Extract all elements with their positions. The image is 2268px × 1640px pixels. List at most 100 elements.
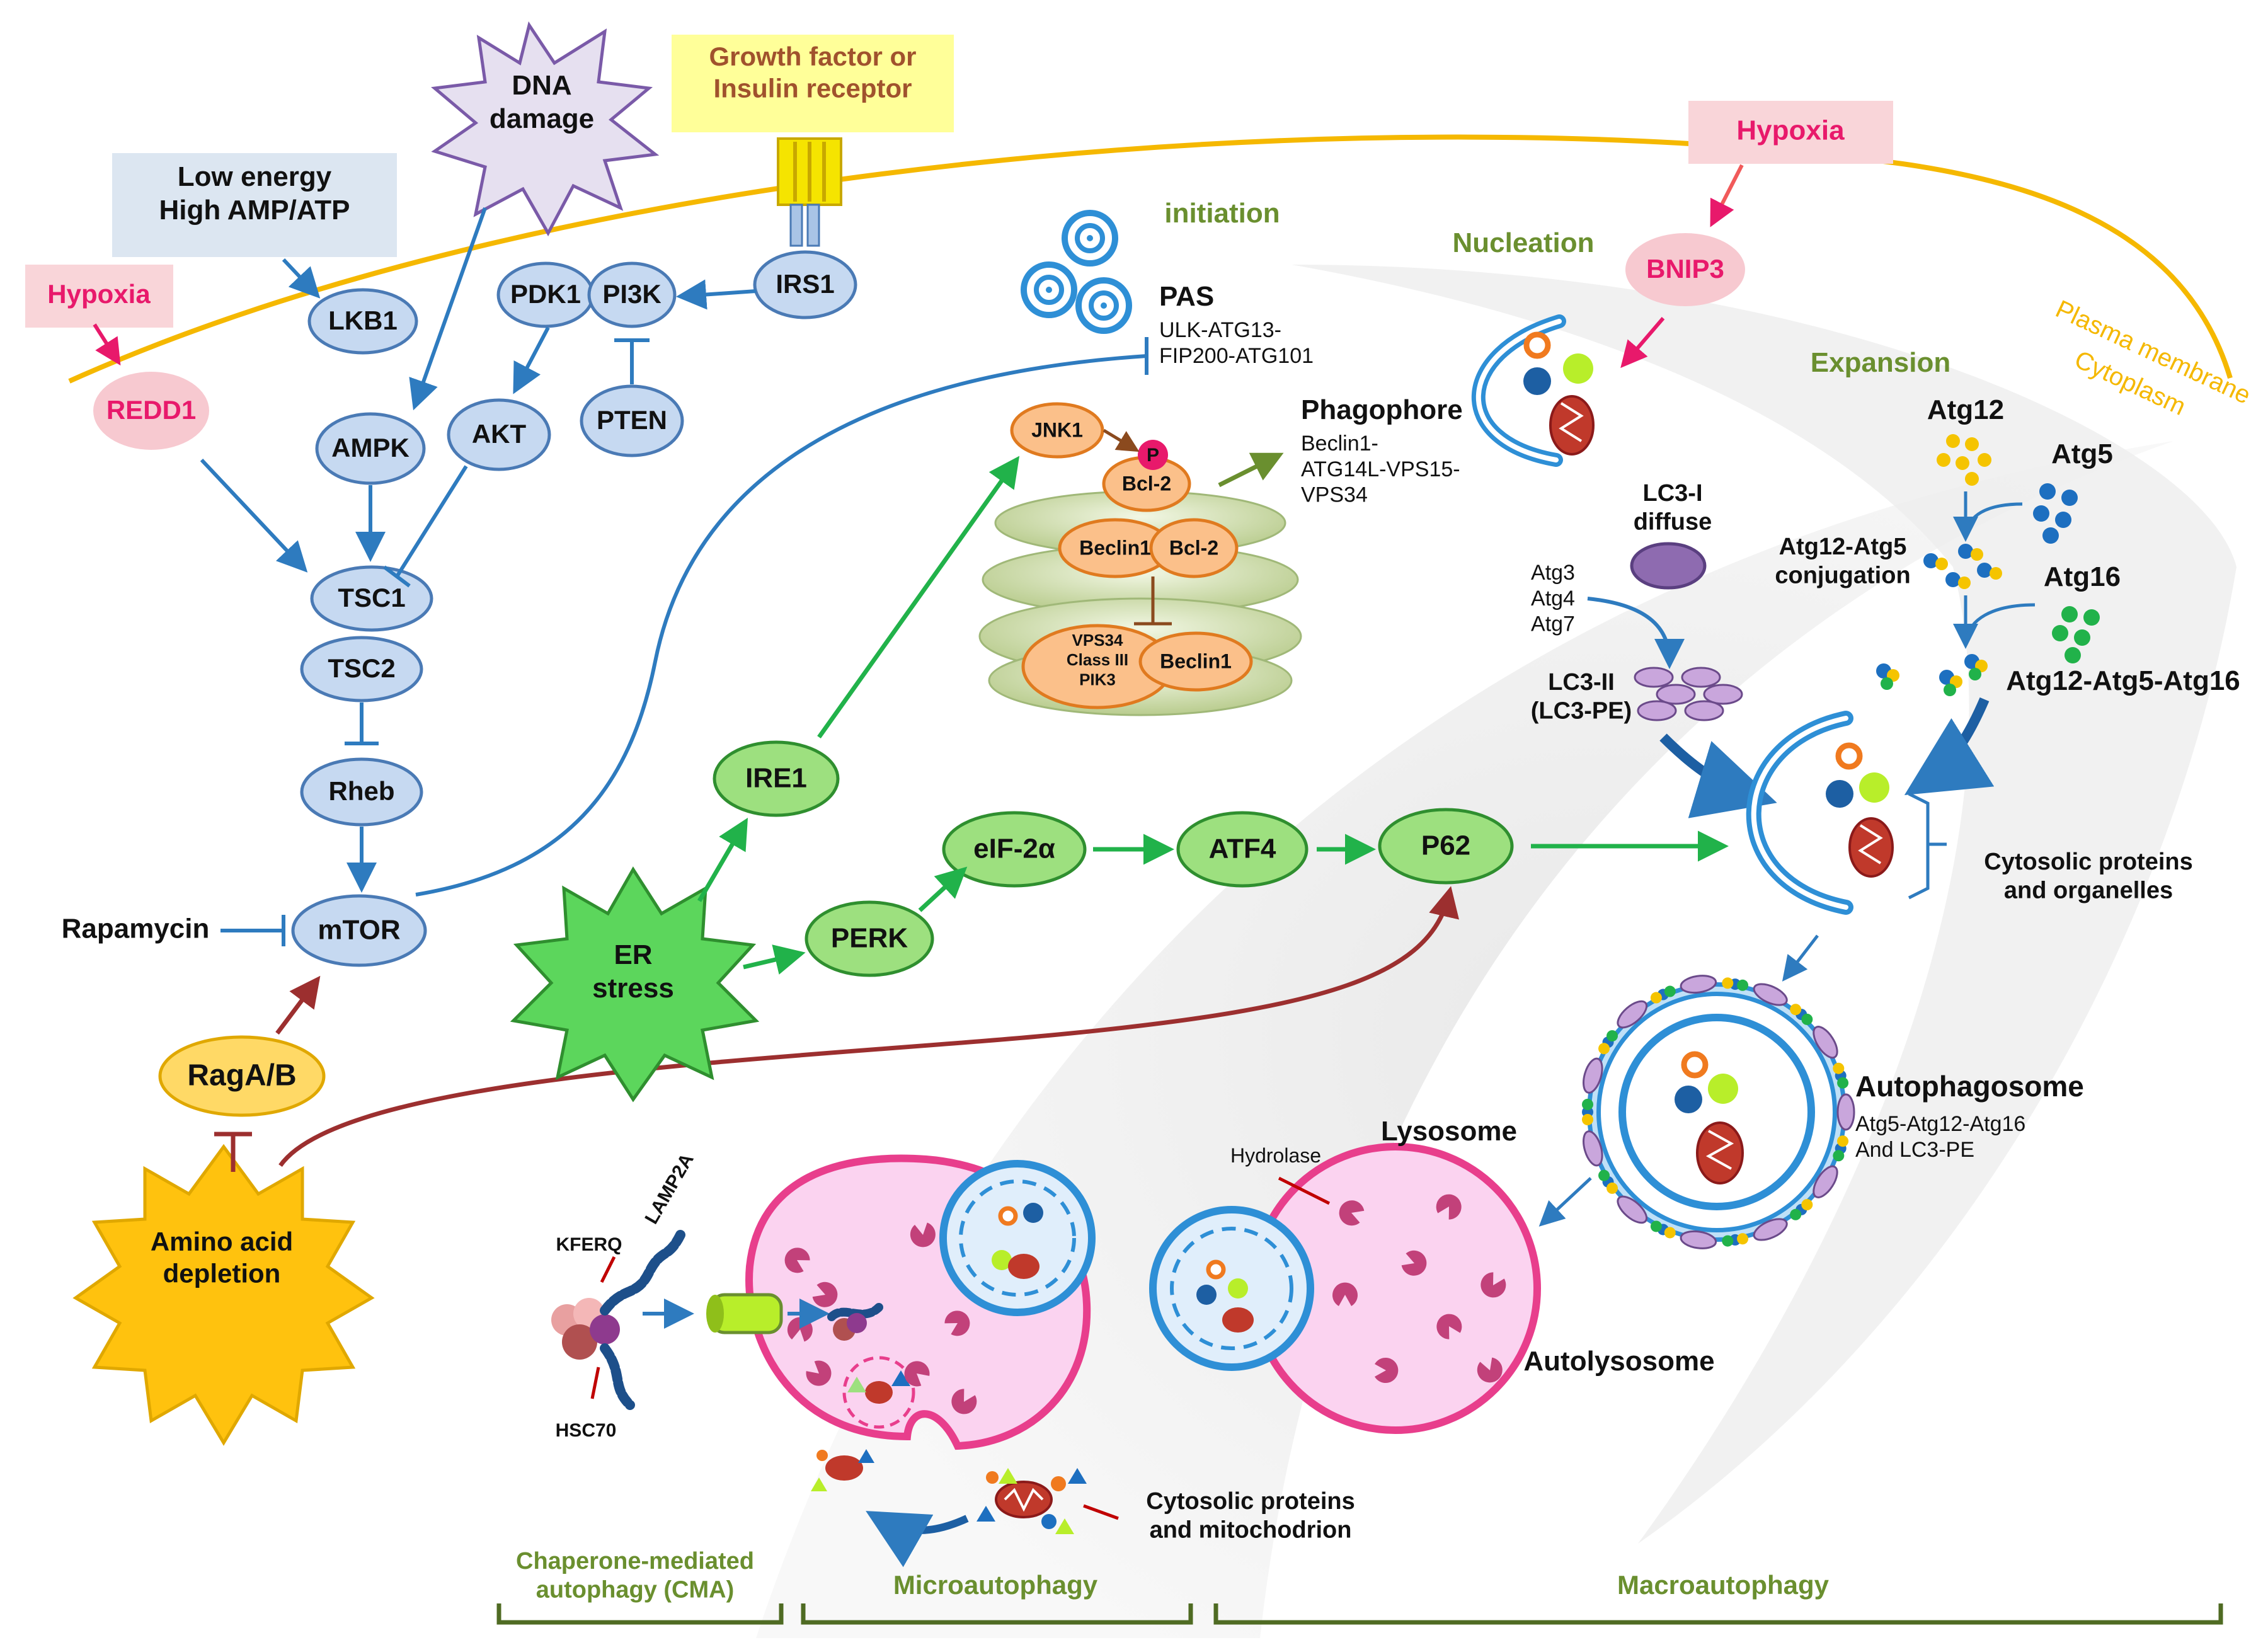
lc3-pe-marker bbox=[1583, 1057, 1603, 1094]
cyto-mito-pointer bbox=[1083, 1504, 1119, 1520]
svg-text:mTOR: mTOR bbox=[318, 915, 400, 946]
lc3-pe-marker bbox=[1680, 1230, 1717, 1249]
atg5-label: Atg5 bbox=[2051, 439, 2113, 469]
autolysosome-icon bbox=[1149, 1143, 1541, 1434]
atg-complex-marker bbox=[1837, 1077, 1849, 1089]
text-line: Atg5-Atg12-Atg16 bbox=[1855, 1112, 2025, 1136]
atg-complex-marker bbox=[1801, 1199, 1813, 1211]
bcl2-bottom-node: Bcl-2 bbox=[1149, 518, 1239, 578]
atg-complex-marker bbox=[1737, 979, 1749, 991]
microautophagy-uptake-arrow bbox=[866, 1511, 969, 1568]
hypoxia-to-bnip3-arrow bbox=[1710, 164, 1744, 227]
hydrolase-icon bbox=[806, 1360, 832, 1386]
cytosolic-mito-icon bbox=[976, 1468, 1087, 1534]
svg-text:P: P bbox=[1147, 445, 1159, 466]
autophagosome-icon bbox=[1587, 982, 1847, 1242]
svg-text:Beclin1: Beclin1 bbox=[1079, 536, 1151, 559]
atg-complex-marker bbox=[1606, 1182, 1618, 1194]
lc3i-icon bbox=[1630, 542, 1707, 590]
atg-complex-marker bbox=[1650, 992, 1662, 1004]
svg-text:AMPK: AMPK bbox=[331, 433, 410, 462]
atg-complex-marker bbox=[1722, 977, 1734, 989]
text-line: depletion bbox=[163, 1258, 281, 1288]
cma-internalized-substrate-icon bbox=[827, 1303, 883, 1341]
left-pathway-arrows bbox=[93, 207, 1459, 1172]
bnip3-node: BNIP3 bbox=[1625, 233, 1745, 306]
text-line: High AMP/ATP bbox=[159, 195, 350, 226]
tsc1-node: TSC1 bbox=[310, 565, 433, 632]
atg-complex-to-phagophore-arrow bbox=[1904, 697, 1995, 795]
nucleation-label: Nucleation bbox=[1453, 227, 1595, 258]
text-line: Cytosolic proteins bbox=[1984, 849, 2193, 875]
hydrolase-pointer bbox=[1278, 1176, 1331, 1205]
lc3-pe-marker bbox=[1680, 975, 1717, 994]
hypoxia-left-box: Hypoxia bbox=[25, 265, 173, 328]
atg16-dots-icon bbox=[2052, 606, 2100, 663]
text-line: and organelles bbox=[2004, 878, 2173, 904]
autolysosome-label: Autolysosome bbox=[1523, 1346, 1714, 1377]
svg-text:RagA/B: RagA/B bbox=[187, 1059, 296, 1092]
text-line: Atg7 bbox=[1531, 612, 1575, 636]
cytosolic-bracket bbox=[1908, 792, 1947, 900]
microautophagy-section-label: Microautophagy bbox=[893, 1570, 1098, 1600]
text-line: stress bbox=[592, 973, 674, 1004]
golgi-to-phagophore-arrow bbox=[1218, 452, 1284, 488]
raga-b-node: RagA/B bbox=[158, 1035, 326, 1117]
atg-complex-marker bbox=[1664, 1227, 1676, 1239]
autophagosome-title: Autophagosome bbox=[1855, 1070, 2084, 1103]
svg-text:BNIP3: BNIP3 bbox=[1646, 254, 1724, 284]
atg-complex-marker bbox=[1664, 985, 1676, 997]
ampk-node: AMPK bbox=[315, 412, 426, 485]
nucleation-phagophore-icon bbox=[1471, 314, 1595, 467]
hydrolase-icon bbox=[1339, 1200, 1365, 1226]
lc3-conversion-arrow bbox=[1587, 597, 1685, 669]
svg-text:eIF-2α: eIF-2α bbox=[973, 834, 1055, 864]
lc3-pe-marker bbox=[1753, 1218, 1788, 1241]
atg-complex-marker bbox=[1598, 1169, 1610, 1181]
hydrolase-icon bbox=[944, 1310, 970, 1336]
text-line: LC3-I bbox=[1643, 480, 1703, 507]
bnip3-to-phagophore-arrow bbox=[1620, 317, 1665, 369]
rapamycin-label: Rapamycin bbox=[62, 914, 210, 944]
phagophore-subtitle: Beclin1-ATG14L-VPS15-VPS34 bbox=[1301, 432, 1460, 507]
text-line: conjugation bbox=[1775, 563, 1910, 589]
irs1-node: IRS1 bbox=[753, 250, 857, 319]
mtor-node: mTOR bbox=[291, 894, 427, 967]
hsc70-label: HSC70 bbox=[556, 1420, 617, 1441]
lc3-pe-marker bbox=[1836, 1093, 1855, 1131]
svg-text:PI3K: PI3K bbox=[602, 279, 661, 309]
hydrolase-icon bbox=[1477, 1357, 1503, 1383]
pdk1-node: PDK1 bbox=[496, 261, 595, 328]
hydrolase-icon bbox=[1436, 1194, 1462, 1220]
svg-text:IRS1: IRS1 bbox=[776, 269, 834, 299]
lc3-pe-marker bbox=[1583, 1130, 1603, 1167]
atg-complex-marker bbox=[1582, 1099, 1593, 1110]
expansion-phagophore-icon bbox=[1746, 711, 1894, 915]
svg-text:Bcl-2: Bcl-2 bbox=[1122, 472, 1171, 495]
atg-complex-marker bbox=[1582, 1114, 1593, 1125]
hydrolase-icon bbox=[904, 1361, 930, 1387]
lkb1-node: LKB1 bbox=[307, 288, 418, 355]
pas-title: PAS bbox=[1159, 281, 1214, 312]
atg12-dots-icon bbox=[1937, 434, 1991, 486]
atg12-atg5-atg16-complex-icon bbox=[1876, 654, 1988, 696]
text-line: Class III bbox=[1067, 650, 1128, 669]
er-stress-arrows bbox=[697, 456, 1729, 975]
p62-node: P62 bbox=[1378, 808, 1514, 885]
jnk1-node: JNK1 bbox=[1010, 402, 1104, 459]
microautophagy-bracket bbox=[801, 1603, 1193, 1625]
tsc2-node: TSC2 bbox=[300, 636, 423, 702]
kferq-label: KFERQ bbox=[556, 1234, 622, 1255]
hydrolase-icon bbox=[784, 1247, 810, 1273]
atg12-atg5-atg16-label: Atg12-Atg5-Atg16 bbox=[2006, 665, 2240, 696]
beclin1-bottom-node: Beclin1 bbox=[1138, 631, 1253, 692]
atg-complex-marker bbox=[1801, 1013, 1813, 1025]
